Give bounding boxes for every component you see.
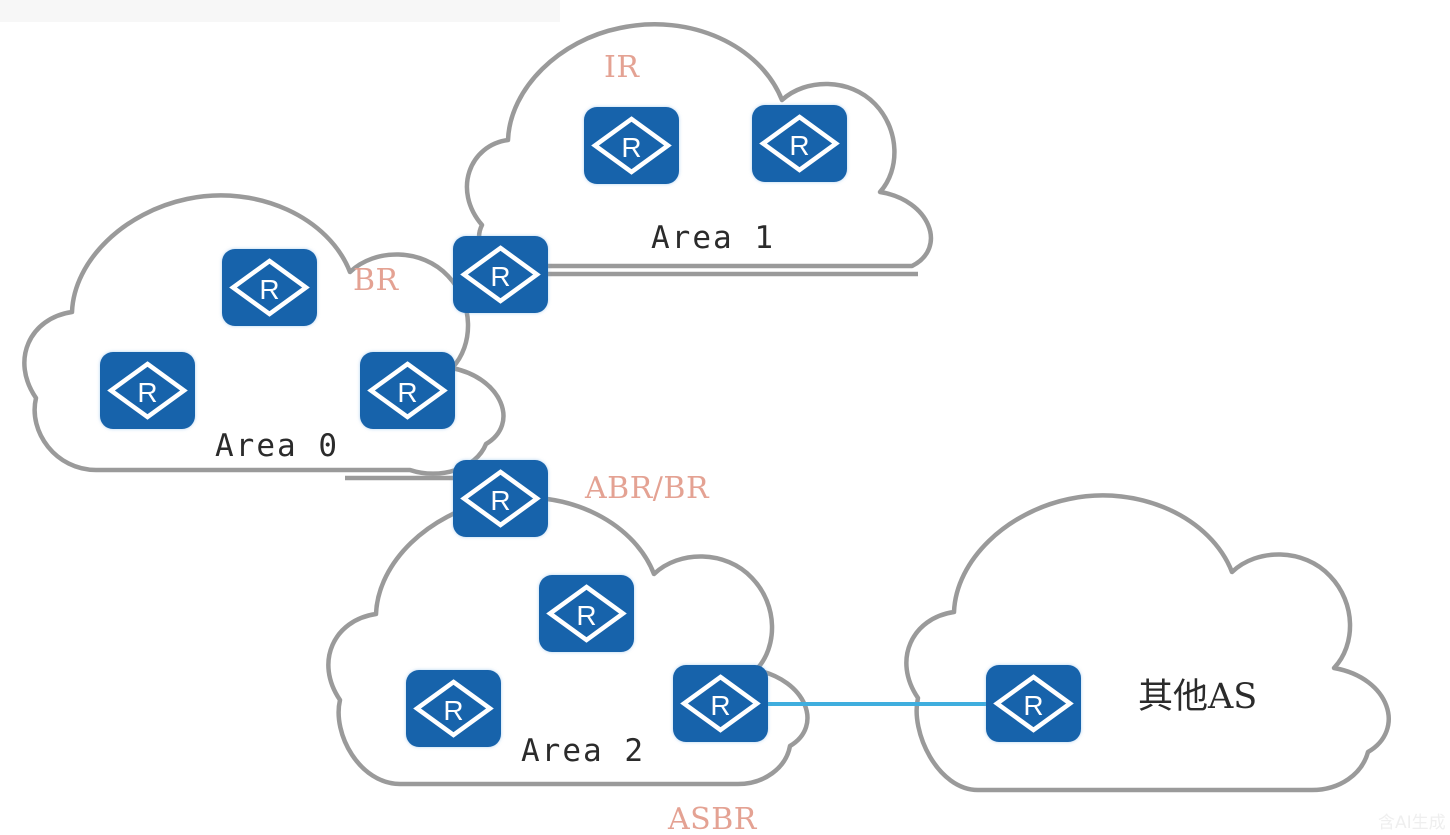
router-glyph-letter: R — [621, 132, 641, 163]
router-glyph-letter: R — [397, 377, 417, 408]
cloud-other-as — [904, 493, 1391, 793]
router-br[interactable]: R — [453, 236, 548, 313]
cloud-area1 — [464, 22, 934, 269]
router-area2-top[interactable]: R — [539, 575, 634, 652]
router-glyph-letter: R — [789, 130, 809, 161]
router-asbr[interactable]: R — [673, 665, 768, 742]
role-label-br: BR — [353, 263, 399, 298]
router-glyph-letter: R — [1023, 690, 1043, 721]
router-glyph-letter: R — [576, 600, 596, 631]
router-area2-left[interactable]: R — [406, 670, 501, 747]
router-glyph-letter: R — [443, 695, 463, 726]
router-glyph-letter: R — [490, 485, 510, 516]
ai-generated-watermark: 含AI生成 — [1378, 813, 1446, 833]
router-area0-top[interactable]: R — [222, 249, 317, 326]
area-label-area0: Area 0 — [215, 428, 339, 464]
router-area0-right[interactable]: R — [360, 352, 455, 429]
router-glyph-letter: R — [259, 274, 279, 305]
router-glyph-letter: R — [137, 377, 157, 408]
top-background-band — [0, 0, 560, 22]
router-abr-br[interactable]: R — [453, 460, 548, 537]
router-area0-left[interactable]: R — [100, 352, 195, 429]
role-label-ir: IR — [604, 50, 640, 85]
router-glyph-letter: R — [490, 261, 510, 292]
area-label-area1: Area 1 — [651, 220, 775, 256]
area-label-other-as: 其他AS — [1138, 677, 1258, 717]
role-label-asbr: ASBR — [668, 802, 757, 835]
router-area1-left[interactable]: R — [584, 107, 679, 184]
router-area1-right[interactable]: R — [752, 105, 847, 182]
router-glyph-letter: R — [710, 690, 730, 721]
router-other-as[interactable]: R — [986, 665, 1081, 742]
role-label-abr-br: ABR/BR — [585, 471, 710, 506]
area-label-area2: Area 2 — [521, 733, 645, 769]
